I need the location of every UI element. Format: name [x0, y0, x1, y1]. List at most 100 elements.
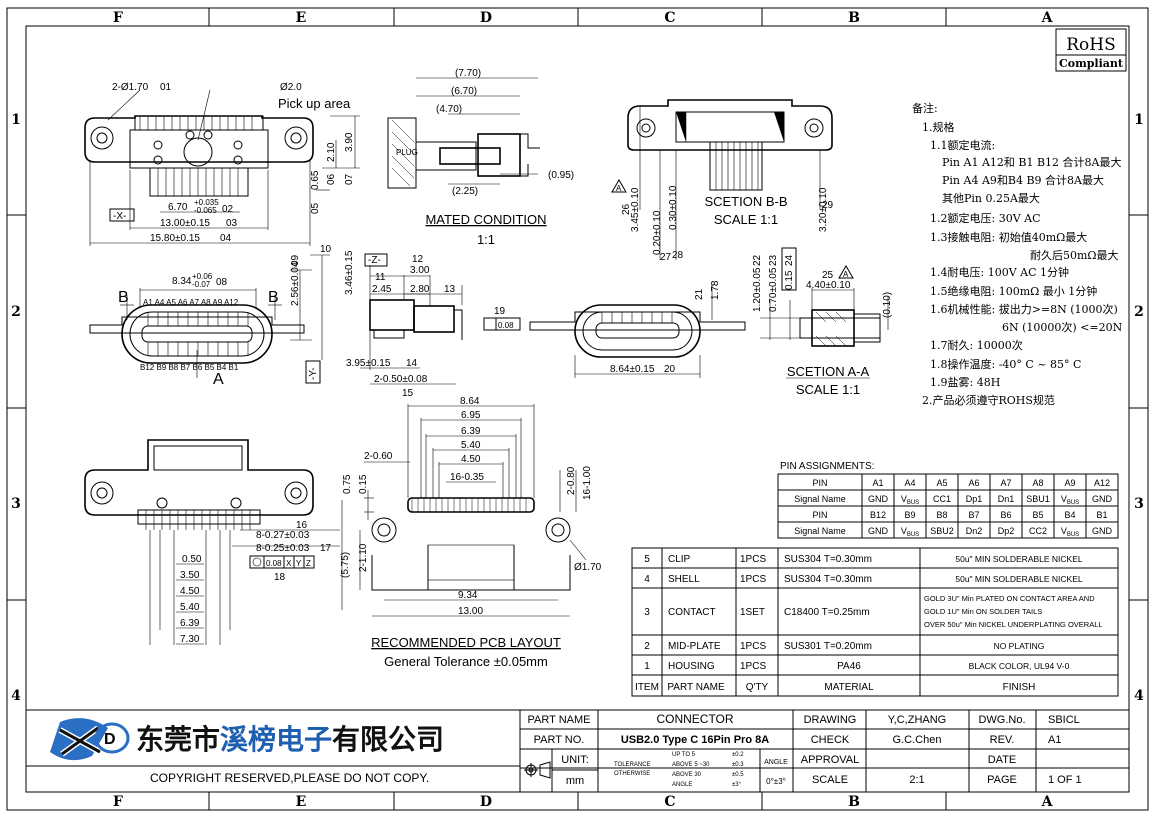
col-label: C: [664, 10, 675, 26]
pins-top: A1 A4 A5 A6 A7 A8 A9 A12: [143, 298, 239, 307]
dim-bot-d: 5.40: [180, 602, 200, 613]
callout-29: 29: [822, 200, 834, 211]
pcb-d12: 2-1.10: [358, 543, 369, 572]
section-mark-a: A: [213, 371, 224, 388]
mated-dim3: (4.70): [436, 104, 462, 115]
dim-w3: 15.80±0.15: [150, 233, 200, 244]
pin-cell: Dp2: [998, 526, 1015, 536]
bom-material: SUS304 T=0.30mm: [784, 574, 872, 585]
col-label: A: [1041, 10, 1054, 26]
pcb-title: RECOMMENDED PCB LAYOUT: [371, 635, 561, 650]
callout-20: 20: [664, 364, 676, 375]
dim-h09: 2.56±0.04: [290, 261, 301, 306]
section-mark-b-right: B: [268, 289, 279, 306]
col-label: E: [296, 10, 307, 26]
note-line: 1.4耐电压: 100V AC 1分钟: [930, 265, 1069, 279]
dim-27: 0.20±0.10: [652, 210, 663, 255]
dim-21: 1.78: [710, 280, 721, 300]
pin-cell: SBU1: [1026, 494, 1050, 504]
pin-cell: B1: [1096, 510, 1107, 520]
pcb-d8: 0.75: [342, 474, 353, 494]
row-label: 3: [1134, 496, 1144, 512]
part-no-label: PART NO.: [534, 734, 585, 746]
bom-material: SUS301 T=0.20mm: [784, 641, 872, 652]
section-bb-scale: SCALE 1:1: [714, 212, 778, 227]
rev-label: REV.: [990, 734, 1015, 746]
bom-finish: BLACK COLOR, UL94 V-0: [969, 661, 1070, 671]
side-view: -Z- 12 3.00 11 2.45 2.80 13 3.95±0.15 14…: [346, 253, 463, 399]
callout-23: 23: [768, 254, 779, 266]
callout-12: 12: [412, 254, 424, 265]
callout-07: 07: [344, 173, 355, 185]
callout-13: 13: [444, 284, 456, 295]
bom-finish: 50u" MIN SOLDERABLE NICKEL: [955, 554, 1083, 564]
pin-cell: B5: [1032, 510, 1043, 520]
mated-view: (7.70) (6.70) (4.70) (2.25) (0.95) PLUG …: [387, 68, 574, 247]
dim-gap: (0.10): [882, 292, 893, 318]
bottom-view: 8-0.27±0.03 16 8-0.25±0.03 17 0.08 X Y Z…: [84, 439, 340, 645]
col-label: E: [296, 794, 307, 810]
pin-cell: B6: [1000, 510, 1011, 520]
dim-bot-c: 4.50: [180, 586, 200, 597]
plug-label: PLUG: [396, 148, 418, 157]
copyright: COPYRIGHT RESERVED,PLEASE DO NOT COPY.: [150, 771, 429, 785]
pcb-d14: 9.34: [458, 590, 478, 601]
page: 1 OF 1: [1048, 774, 1082, 786]
bom-finish: OVER 50u" Min NICKEL UNDERPLATING OVERAL…: [924, 620, 1103, 629]
section-aa-scale: SCALE 1:1: [796, 382, 860, 397]
company-logo-icon: D: [50, 718, 130, 761]
col-label: B: [848, 794, 860, 810]
note-line: 1.2额定电压: 30V AC: [930, 211, 1041, 225]
tol-label-2: OTHERWISE: [614, 771, 650, 777]
bom-header: Q'TY: [746, 682, 769, 693]
pin-cell: GND: [868, 494, 889, 504]
top-view: 2-Ø1.70 01 Ø2.0 Pick up area 6.70 +0.035…: [84, 82, 360, 246]
callout-03: 03: [226, 218, 238, 229]
pcb-d3: 6.39: [461, 426, 481, 437]
datum-x: -X-: [113, 211, 126, 222]
callout-11: 11: [375, 272, 386, 283]
bom-qty: 1PCS: [740, 661, 766, 672]
dim-w2: 13.00±0.15: [160, 218, 210, 229]
rev: A1: [1048, 734, 1061, 746]
dim-25: 4.40±0.10: [806, 280, 851, 291]
tol-up-08: +0.06: [192, 272, 213, 281]
part-name: CONNECTOR: [656, 712, 733, 726]
pin-cell: CC1: [933, 494, 951, 504]
callout-18: 18: [274, 572, 286, 583]
dim-14: 3.95±0.15: [346, 358, 391, 369]
pin-cell: B9: [904, 510, 915, 520]
tol-label-1: TOLERANCE: [614, 762, 651, 768]
drawing: Y,C,ZHANG: [888, 714, 946, 726]
callout-19: 19: [494, 306, 506, 317]
pin-cell: CC2: [1029, 526, 1047, 536]
dim-bot-f: 7.30: [180, 634, 200, 645]
approval-label: APPROVAL: [801, 754, 860, 766]
pcb-d6: 16-0.35: [450, 472, 484, 483]
dim-bot-e: 6.39: [180, 618, 200, 629]
tol-val-1: ±0.2: [732, 752, 744, 758]
bom-part-name: CLIP: [668, 554, 691, 565]
dim-29: 3.20±0.10: [818, 187, 829, 232]
dim-pickup: Ø2.0: [280, 82, 302, 93]
frame-row-labels: 1 2 3 4 1 2 3 4: [11, 112, 1144, 704]
pin-cell: B7: [968, 510, 979, 520]
front-view-2: 19 0.08 8.64±0.15 20 21 1.78: [483, 280, 746, 378]
row-label: 4: [11, 688, 21, 704]
check-label: CHECK: [811, 734, 850, 746]
tol-val-3: ±0.5: [732, 772, 744, 778]
note-line: Pin A1 A12和 B1 B12 合计8A最大: [942, 155, 1121, 169]
pcb-d15: 13.00: [458, 606, 483, 617]
fcf-z: Z: [306, 559, 311, 568]
callout-27: 27: [660, 252, 672, 263]
col-label: C: [664, 794, 675, 810]
dim-20: 8.64±0.15: [610, 364, 655, 375]
fcf-value: 0.08: [266, 559, 282, 568]
row-label: 1: [1134, 112, 1144, 128]
pin-cell: B8: [936, 510, 947, 520]
pin-cell: B4: [1064, 510, 1075, 520]
pin-cell: GND: [868, 526, 889, 536]
tol-range-4: ANGLE: [672, 782, 692, 788]
note-line: 6N (10000次) <=20N: [1002, 320, 1123, 334]
